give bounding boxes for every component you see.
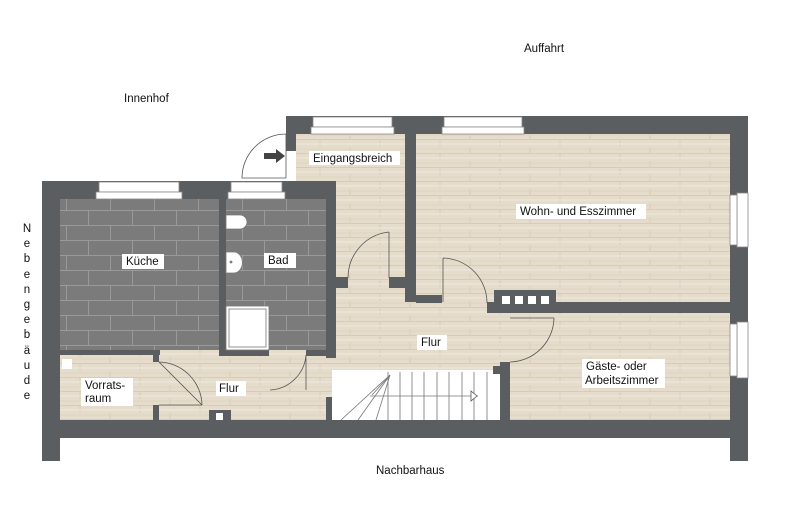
label-kitchen: Küche	[126, 256, 159, 268]
label-adjacent-building: Nebengebäude	[22, 223, 32, 403]
door-bath	[269, 354, 307, 391]
door-storage	[158, 361, 203, 406]
walls	[42, 116, 748, 461]
ventilation-shafts	[62, 296, 549, 420]
door-guest	[509, 317, 555, 363]
entrance-door	[241, 133, 287, 179]
entry-arrow-icon	[264, 149, 285, 163]
label-living: Wohn- und Esszimmer	[520, 206, 636, 218]
door-entrance-hall	[347, 231, 390, 279]
label-neighbor-house: Nachbarhaus	[376, 465, 445, 477]
stair-direction-arrow-icon	[470, 390, 478, 402]
label-storage-line1: Vorrats-	[85, 380, 125, 392]
label-hall-lower: Flur	[219, 383, 239, 395]
windows	[95, 116, 749, 379]
label-guest-line2: Arbeitszimmer	[585, 375, 659, 387]
label-entrance: Eingangsbreich	[313, 153, 392, 165]
label-guest-line1: Gäste- oder	[586, 361, 647, 373]
label-hall-center: Flur	[421, 337, 441, 349]
toilet-icon	[225, 214, 248, 230]
floor-kitchen	[60, 199, 219, 350]
bath-fixtures	[225, 214, 270, 351]
label-bath: Bad	[268, 255, 288, 267]
door-living	[442, 257, 488, 304]
label-courtyard: Innenhof	[124, 93, 170, 105]
staircase	[332, 370, 500, 421]
sink-icon	[225, 251, 243, 274]
label-driveway: Auffahrt	[524, 43, 565, 55]
label-storage-line2: raum	[85, 393, 111, 405]
door-swings	[158, 133, 555, 406]
room-labels: Eingangsbreich Wohn- und Esszimmer Küche…	[81, 151, 665, 406]
